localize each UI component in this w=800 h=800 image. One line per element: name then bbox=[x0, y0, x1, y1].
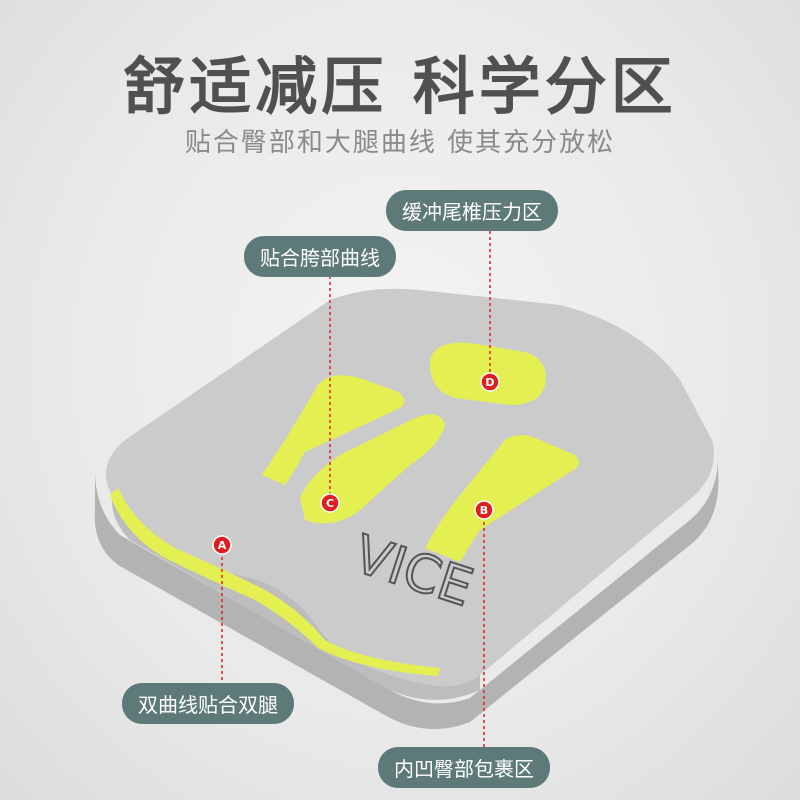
callout-buttock-wrap: 内凹臀部包裹区 bbox=[378, 747, 550, 788]
svg-text:C: C bbox=[326, 497, 334, 510]
svg-text:D: D bbox=[485, 376, 494, 389]
page-title: 舒适减压 科学分区 bbox=[123, 50, 677, 123]
marker-a: A bbox=[212, 535, 232, 555]
right-buttock-zone bbox=[425, 435, 579, 562]
marker-c: C bbox=[320, 493, 340, 513]
left-thigh-zone bbox=[262, 375, 405, 485]
cushion-top bbox=[105, 288, 714, 687]
marker-b: B bbox=[474, 500, 494, 520]
svg-text:B: B bbox=[480, 504, 488, 517]
callout-leg-curve: 双曲线贴合双腿 bbox=[122, 683, 294, 724]
marker-d: D bbox=[480, 372, 500, 392]
callout-hip-curve: 贴合胯部曲线 bbox=[244, 236, 396, 277]
callout-tailbone: 缓冲尾椎压力区 bbox=[386, 190, 558, 231]
page-subtitle: 贴合臀部和大腿曲线 使其充分放松 bbox=[184, 128, 616, 158]
svg-text:A: A bbox=[218, 539, 227, 552]
